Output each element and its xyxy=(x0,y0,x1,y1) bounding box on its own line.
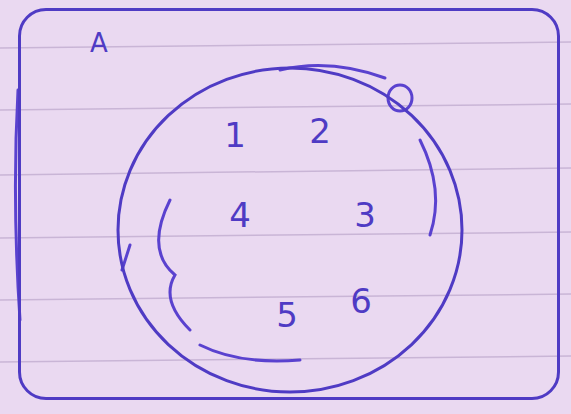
scribbles xyxy=(15,66,435,362)
element-number: 5 xyxy=(276,298,298,332)
element-number: 4 xyxy=(229,198,251,232)
set-circle: 1 2 4 3 5 6 xyxy=(115,65,465,395)
element-number: 6 xyxy=(350,284,372,318)
element-number: 2 xyxy=(309,114,331,148)
ruled-lines xyxy=(0,42,571,362)
set-label: A xyxy=(90,30,108,56)
universal-set-box: A 1 2 4 3 5 6 xyxy=(18,8,560,400)
element-number: 1 xyxy=(224,118,246,152)
circle-outline xyxy=(115,65,465,395)
element-number: 3 xyxy=(354,198,376,232)
circle-outline xyxy=(118,68,462,392)
